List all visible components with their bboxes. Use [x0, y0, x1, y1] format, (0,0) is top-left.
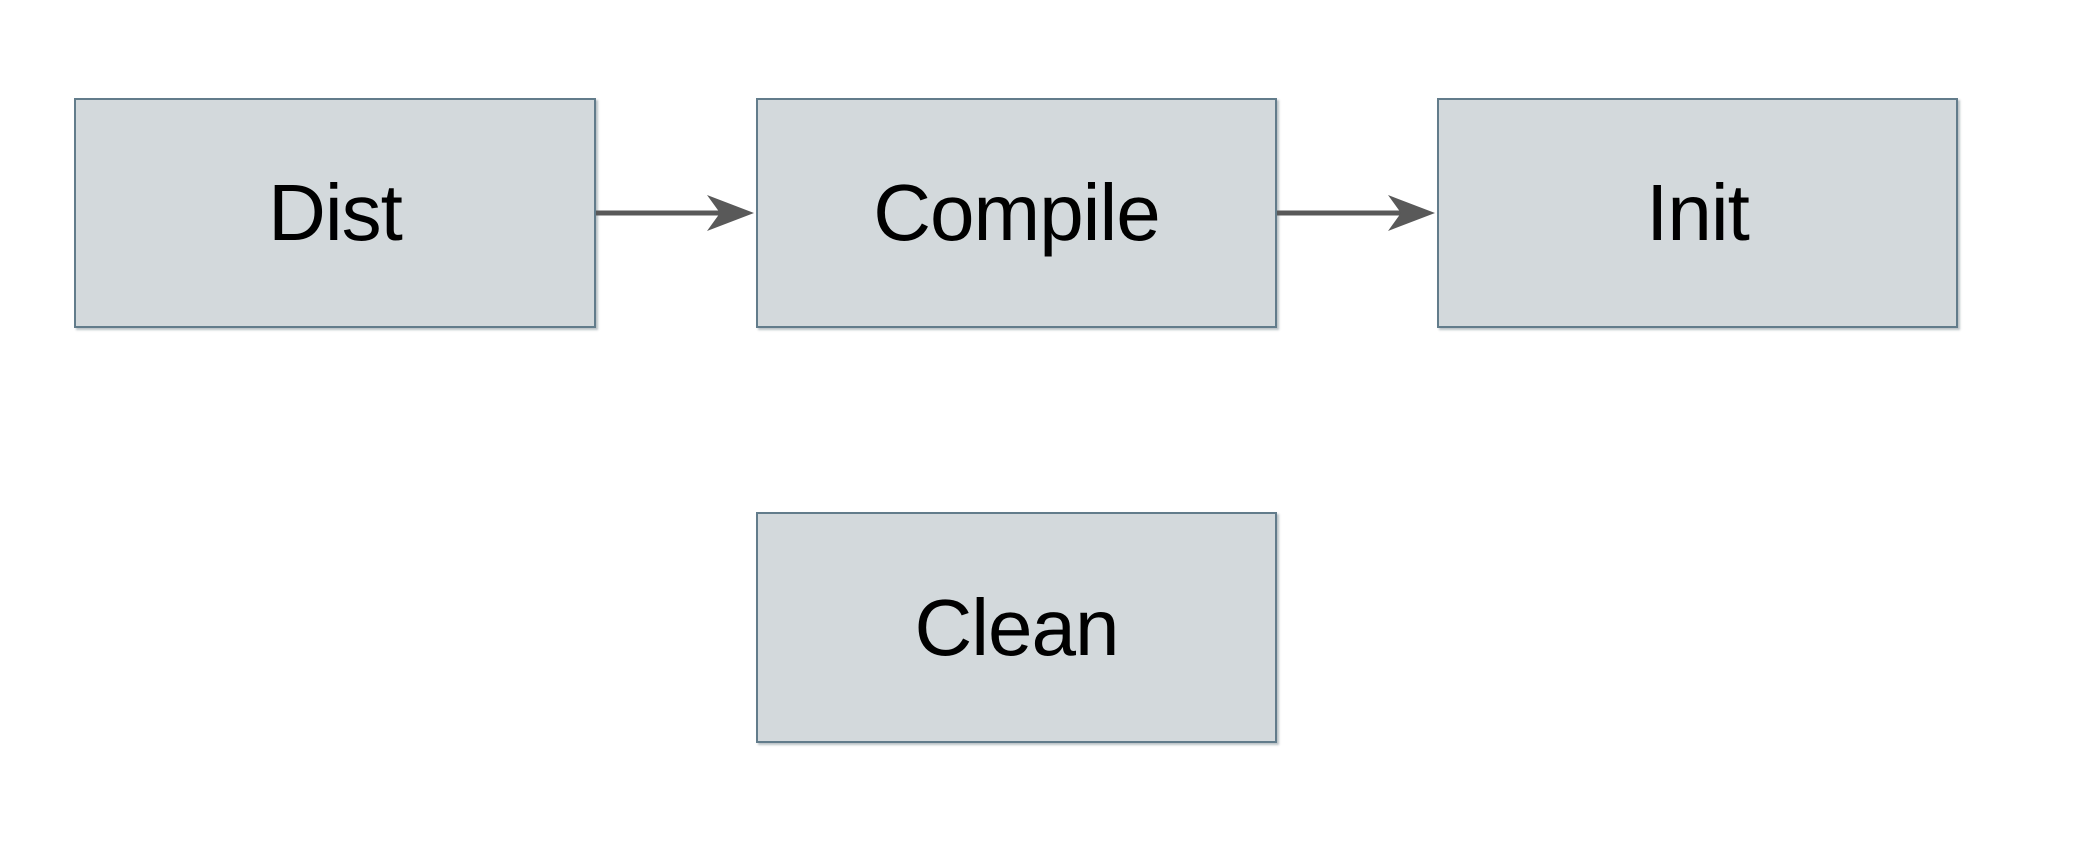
- node-dist-label: Dist: [268, 168, 403, 257]
- node-dist[interactable]: Dist: [74, 98, 596, 328]
- node-compile[interactable]: Compile: [756, 98, 1277, 328]
- arrow-compile-to-init-icon: [1277, 195, 1435, 231]
- node-compile-label: Compile: [873, 168, 1160, 257]
- node-init-label: Init: [1646, 168, 1750, 257]
- node-clean-label: Clean: [914, 582, 1119, 672]
- node-init[interactable]: Init: [1437, 98, 1958, 328]
- arrow-dist-to-compile-icon: [596, 195, 754, 231]
- node-clean[interactable]: Clean: [756, 512, 1277, 743]
